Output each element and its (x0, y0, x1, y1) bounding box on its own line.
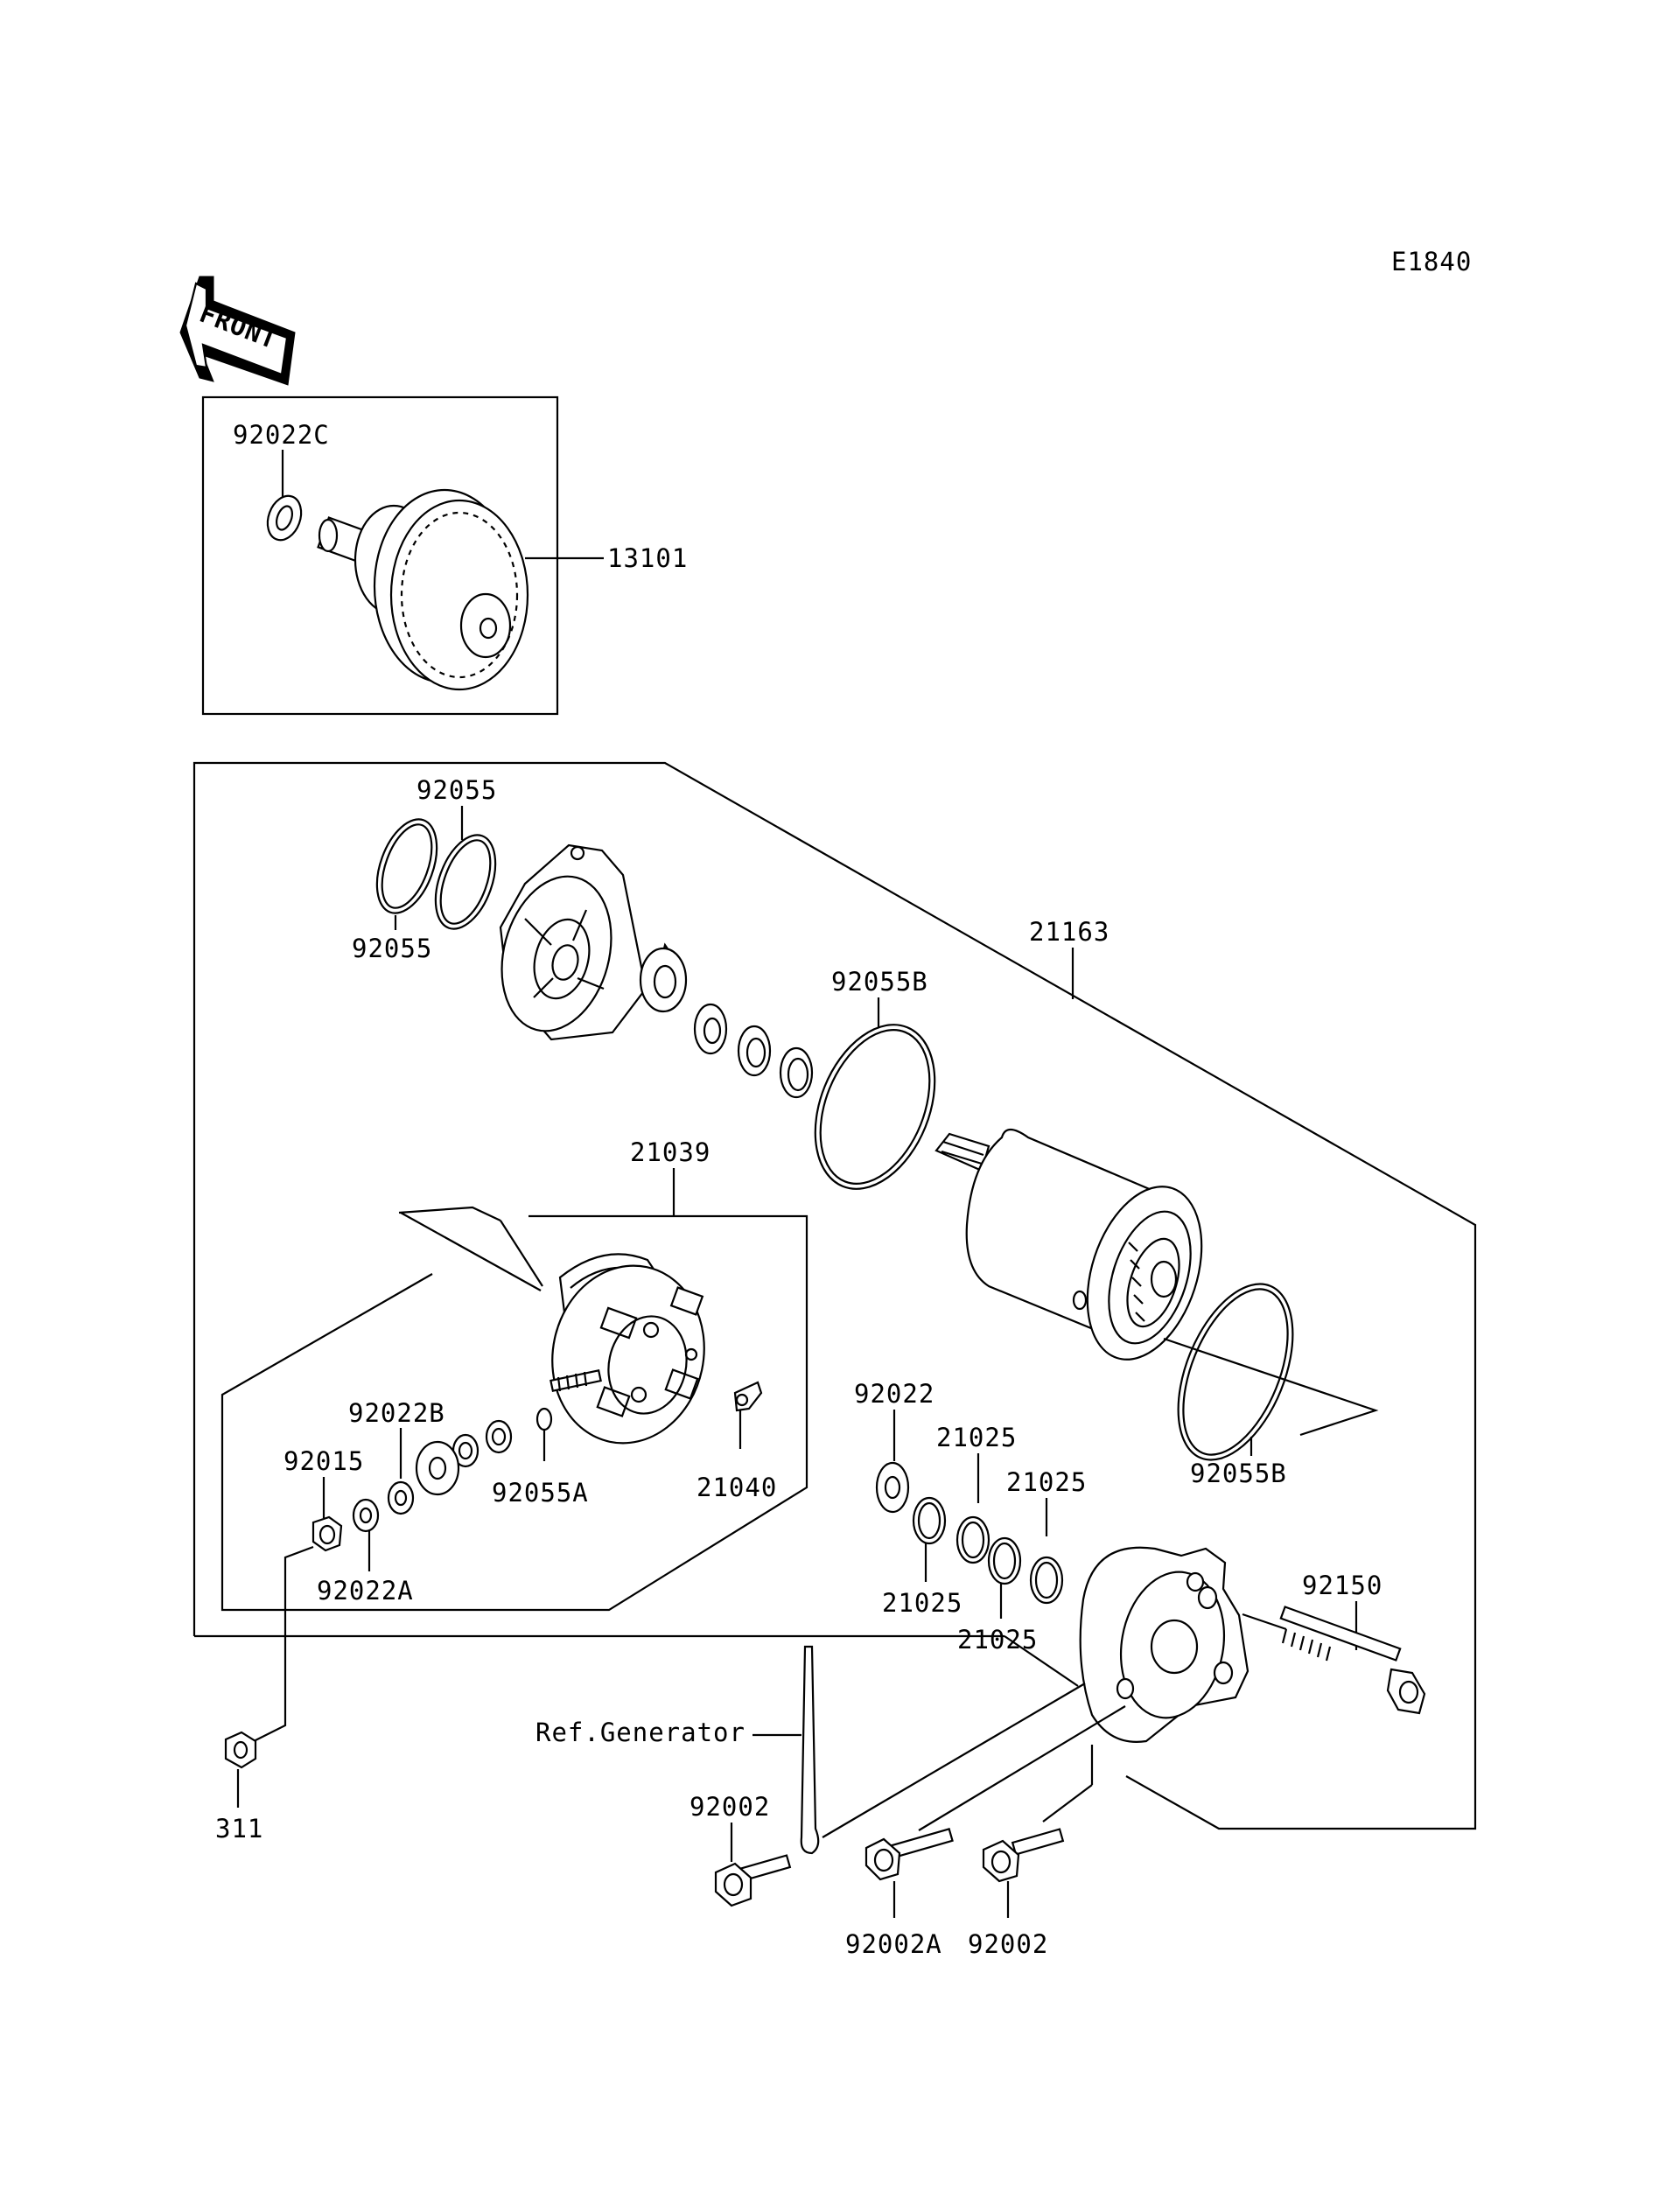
callout-21025-d: 21025 (957, 1625, 1038, 1655)
callout-92022B: 92022B (348, 1398, 445, 1428)
rear-cover (1079, 1546, 1250, 1743)
o-ring-92055-b (434, 834, 497, 930)
brush-holder-frame (220, 1214, 808, 1612)
callout-21025-c: 21025 (882, 1588, 962, 1618)
washer-92022B (387, 1480, 415, 1515)
o-ring-92055B-top (814, 1024, 936, 1190)
nut-92015 (312, 1515, 343, 1552)
terminal-bolt (550, 1369, 602, 1392)
washer-stack-front (693, 1003, 814, 1099)
callout-21039: 21039 (630, 1137, 710, 1167)
armature-yoke (934, 1128, 1203, 1361)
starter-clutch-13101 (317, 488, 529, 691)
callout-92002-left: 92002 (690, 1792, 770, 1822)
o-ring-92055B-bottom (1177, 1283, 1294, 1461)
front-cover (499, 843, 648, 1041)
starter-clutch-frame (201, 395, 559, 716)
washer-92022 (875, 1461, 910, 1514)
nut-311 (224, 1731, 257, 1769)
callout-92055A: 92055A (492, 1478, 589, 1508)
callout-311: 311 (215, 1814, 263, 1844)
callout-21163: 21163 (1029, 917, 1110, 947)
front-arrow-icon: FRONT (179, 276, 296, 386)
callout-92002A: 92002A (845, 1929, 942, 1959)
shim-stack-21025 (912, 1496, 1064, 1605)
washer-92022A (352, 1498, 380, 1533)
diagram-code: E1840 (1391, 247, 1472, 276)
brush-holder-21039 (551, 1253, 705, 1445)
callout-92022: 92022 (854, 1379, 934, 1409)
callout-92022A: 92022A (317, 1576, 414, 1606)
callout-92150: 92150 (1302, 1571, 1382, 1600)
bolt-92002A (864, 1827, 954, 1881)
callout-21040: 21040 (696, 1473, 777, 1502)
callout-92002-right: 92002 (968, 1929, 1048, 1959)
wire-lead (800, 1645, 820, 1855)
ref-generator-label: Ref.Generator (536, 1718, 746, 1747)
washer-92022C (266, 494, 303, 542)
lock-plate (639, 942, 688, 1013)
o-ring-92055-a (375, 818, 438, 914)
callout-92022C: 92022C (233, 420, 330, 450)
callout-92055-top: 92055 (416, 775, 497, 805)
callout-21025-a: 21025 (936, 1423, 1017, 1452)
brush-spring-21040 (733, 1381, 763, 1412)
callout-92055-bottom: 92055 (352, 934, 432, 963)
bolt-92002-right (982, 1828, 1065, 1883)
starter-motor-frame (192, 761, 1477, 1830)
callout-92015: 92015 (284, 1446, 364, 1476)
bolt-92150 (1279, 1606, 1426, 1715)
o-ring-92055A (536, 1407, 553, 1431)
callout-92055B-top: 92055B (831, 967, 928, 997)
bolt-92002-left (714, 1854, 792, 1907)
callout-92055B-bottom: 92055B (1190, 1459, 1287, 1488)
callout-21025-b: 21025 (1006, 1467, 1087, 1497)
callout-13101: 13101 (607, 543, 688, 573)
washer-stack-terminal (415, 1419, 513, 1496)
